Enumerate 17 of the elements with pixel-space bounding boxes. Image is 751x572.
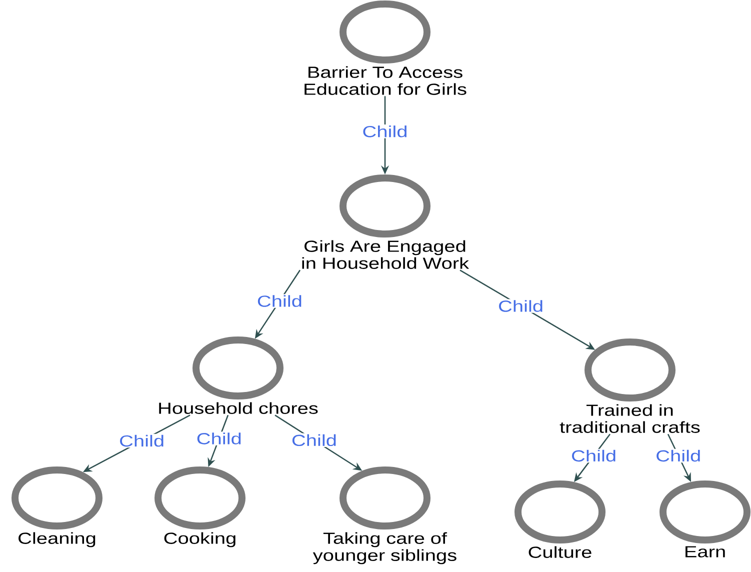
edge-label: Child <box>570 448 618 463</box>
node-label: Taking care of younger siblings <box>312 532 456 564</box>
edge-label: Child <box>256 294 304 308</box>
node-label: Cleaning <box>18 532 96 548</box>
edge-label: Child <box>361 124 409 138</box>
node-label: Earn <box>686 546 725 558</box>
edge-label: Child <box>290 433 338 448</box>
edge-label: Child <box>195 432 243 446</box>
node-label: Girls Are Engaged in Household Work <box>302 240 470 269</box>
node-label: Trained in traditional crafts <box>560 404 700 433</box>
edge-label: Child <box>118 434 166 448</box>
node-label: Barrier To Access Education for Girls <box>304 66 466 95</box>
edge-label: Child <box>497 299 545 313</box>
node-label: Cooking <box>164 532 236 548</box>
edge-label: Child <box>654 448 702 463</box>
node-label: Culture <box>528 546 592 558</box>
node-label: Household chores <box>159 402 318 414</box>
